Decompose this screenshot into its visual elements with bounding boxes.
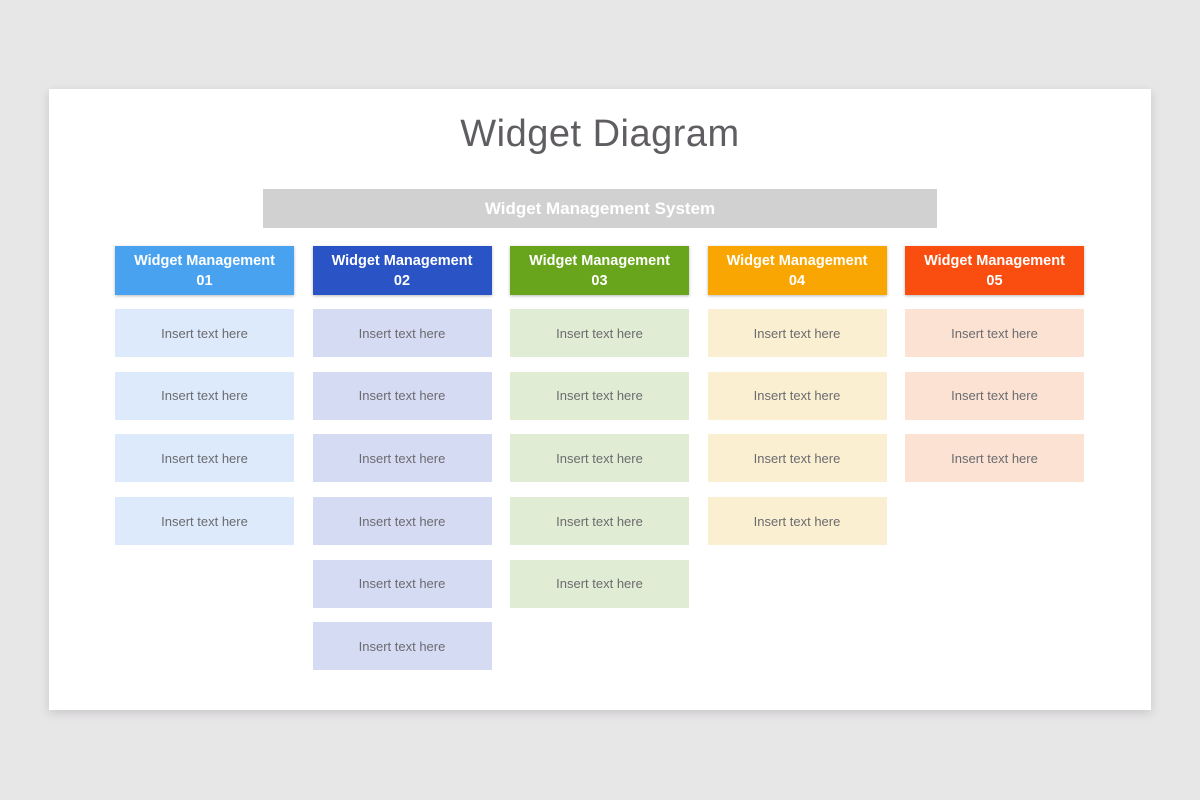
banner-widget-management-system[interactable]: Widget Management System (263, 189, 937, 228)
placeholder-cell[interactable]: Insert text here (115, 371, 294, 420)
column-widget-management-01: Widget Management 01 Insert text here In… (115, 246, 294, 670)
placeholder-cell[interactable]: Insert text here (510, 497, 689, 546)
placeholder-cell[interactable]: Insert text here (707, 434, 887, 483)
column-02-header-line1: Widget Management (331, 252, 473, 269)
column-widget-management-05: Widget Management 05 Insert text here In… (905, 246, 1084, 670)
column-01-header-line1: Widget Management (134, 252, 275, 269)
column-04-header-line2: 04 (788, 272, 806, 289)
placeholder-cell[interactable]: Insert text here (707, 371, 887, 420)
columns-container: Widget Management 01 Insert text here In… (115, 246, 1084, 671)
placeholder-cell[interactable]: Insert text here (905, 434, 1084, 483)
placeholder-cell[interactable]: Insert text here (115, 309, 294, 357)
placeholder-cell[interactable]: Insert text here (312, 559, 492, 608)
placeholder-cell[interactable]: Insert text here (510, 434, 689, 483)
column-03-header-line2: 03 (591, 272, 608, 289)
placeholder-cell[interactable]: Insert text here (905, 371, 1084, 420)
column-widget-management-03: Widget Management 03 Insert text here In… (510, 246, 689, 670)
placeholder-cell[interactable]: Insert text here (312, 309, 492, 357)
column-03-header-line1: Widget Management (529, 252, 670, 269)
placeholder-cell[interactable]: Insert text here (115, 434, 294, 483)
column-05-header-line1: Widget Management (924, 252, 1065, 269)
placeholder-cell[interactable]: Insert text here (510, 309, 689, 357)
column-05-cells: Insert text here Insert text here Insert… (905, 309, 1084, 483)
column-03-cells: Insert text here Insert text here Insert… (510, 309, 689, 608)
placeholder-cell[interactable]: Insert text here (905, 309, 1084, 357)
placeholder-cell[interactable]: Insert text here (115, 497, 294, 546)
column-02-header-line2: 02 (393, 272, 411, 289)
column-04-cells: Insert text here Insert text here Insert… (707, 309, 887, 546)
column-05-header[interactable]: Widget Management 05 (905, 246, 1084, 295)
column-04-header-line1: Widget Management (726, 252, 868, 269)
column-02-cells: Insert text here Insert text here Insert… (312, 309, 492, 671)
placeholder-cell[interactable]: Insert text here (707, 309, 887, 357)
column-widget-management-02: Widget Management 02 Insert text here In… (312, 246, 492, 671)
slide-canvas: Widget Diagram Widget Management System … (49, 89, 1151, 710)
placeholder-cell[interactable]: Insert text here (312, 371, 492, 420)
placeholder-cell[interactable]: Insert text here (707, 497, 887, 546)
column-02-header[interactable]: Widget Management 02 (312, 246, 492, 295)
placeholder-cell[interactable]: Insert text here (510, 371, 689, 420)
placeholder-cell[interactable]: Insert text here (312, 434, 492, 483)
column-05-header-line2: 05 (986, 272, 1003, 289)
column-04-header[interactable]: Widget Management 04 (707, 246, 887, 295)
column-01-cells: Insert text here Insert text here Insert… (115, 309, 294, 546)
placeholder-cell[interactable]: Insert text here (510, 559, 689, 608)
column-01-header[interactable]: Widget Management 01 (115, 246, 294, 295)
placeholder-cell[interactable]: Insert text here (312, 622, 492, 671)
placeholder-cell[interactable]: Insert text here (312, 497, 492, 546)
page-title: Widget Diagram (460, 113, 740, 155)
column-01-header-line2: 01 (196, 272, 213, 289)
column-widget-management-04: Widget Management 04 Insert text here In… (707, 246, 887, 670)
column-03-header[interactable]: Widget Management 03 (510, 246, 689, 295)
